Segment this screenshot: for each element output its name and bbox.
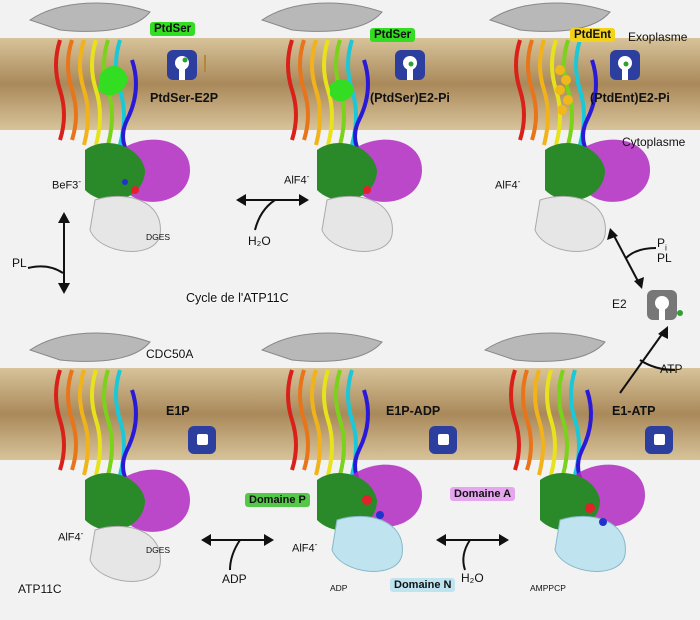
exoplasm-label: Exoplasme xyxy=(628,30,688,44)
ligand-alf4-bottom-1: AlF4- xyxy=(58,528,84,544)
lipid-label-ptdser-2: PtdSer xyxy=(370,28,416,42)
pump-icon-top-3 xyxy=(610,50,640,80)
label-pl-right: PL xyxy=(657,251,672,265)
pump-icon-top-1 xyxy=(167,50,206,80)
ligand-alf4-top-3: AlF4- xyxy=(495,176,521,192)
pump-icon-top-2 xyxy=(395,50,425,80)
domain-a-label: Domaine A xyxy=(450,487,516,501)
pump-icon-bottom-1 xyxy=(188,426,216,454)
state-e1p-adp: E1P-ADP xyxy=(386,404,441,418)
domain-n-label: Domaine N xyxy=(390,578,456,592)
label-h2o-top: H₂O xyxy=(248,234,271,248)
structure-top-3 xyxy=(488,2,650,252)
state-ptdser-e2-pi: (PtdSer)E2-Pi xyxy=(370,91,450,105)
lipid-label-ptdent: PtdEnt xyxy=(570,28,616,42)
ligand-bef3: BeF3- xyxy=(52,176,82,192)
pump-icon-bottom-2 xyxy=(429,426,457,454)
ligand-alf4-bottom-2: AlF4- xyxy=(292,539,318,555)
state-e1-atp: E1-ATP xyxy=(612,404,656,418)
motif-dges-bottom: DGES xyxy=(146,545,171,555)
state-ptdent-e2-pi: (PtdEnt)E2-Pi xyxy=(590,91,670,105)
structure-top-2 xyxy=(260,2,422,252)
structure-top-1 xyxy=(28,2,190,252)
subunit-cdc50a: CDC50A xyxy=(146,347,194,361)
lipid-label-ptdser-1: PtdSer xyxy=(150,22,196,36)
cycle-title: Cycle de l'ATP11C xyxy=(186,291,289,305)
state-ptdser-e2p: PtdSer-E2P xyxy=(150,91,219,105)
cytoplasm-label: Cytoplasme xyxy=(622,135,686,149)
pump-icon-e2 xyxy=(647,290,683,320)
structure-bottom-1 xyxy=(28,332,190,582)
structure-bottom-3 xyxy=(483,332,645,572)
protein-atp11c: ATP11C xyxy=(18,582,62,596)
motif-dges-top: DGES xyxy=(146,232,171,242)
label-atp: ATP xyxy=(660,362,683,376)
label-h2o-bottom: H₂O xyxy=(461,571,484,585)
label-pl-left: PL xyxy=(12,256,27,270)
label-e2: E2 xyxy=(612,297,627,311)
domain-p-label: Domaine P xyxy=(245,493,310,507)
nucleotide-amppcp: AMPPCP xyxy=(530,583,566,593)
transition-arrows xyxy=(27,194,676,571)
state-e1p: E1P xyxy=(166,404,190,418)
structure-bottom-2 xyxy=(260,332,422,572)
label-adp: ADP xyxy=(222,572,247,586)
pump-icon-bottom-3 xyxy=(645,426,673,454)
ligand-alf4-top-2: AlF4- xyxy=(284,171,310,187)
nucleotide-adp: ADP xyxy=(330,583,348,593)
label-pi: Pi xyxy=(657,236,667,253)
